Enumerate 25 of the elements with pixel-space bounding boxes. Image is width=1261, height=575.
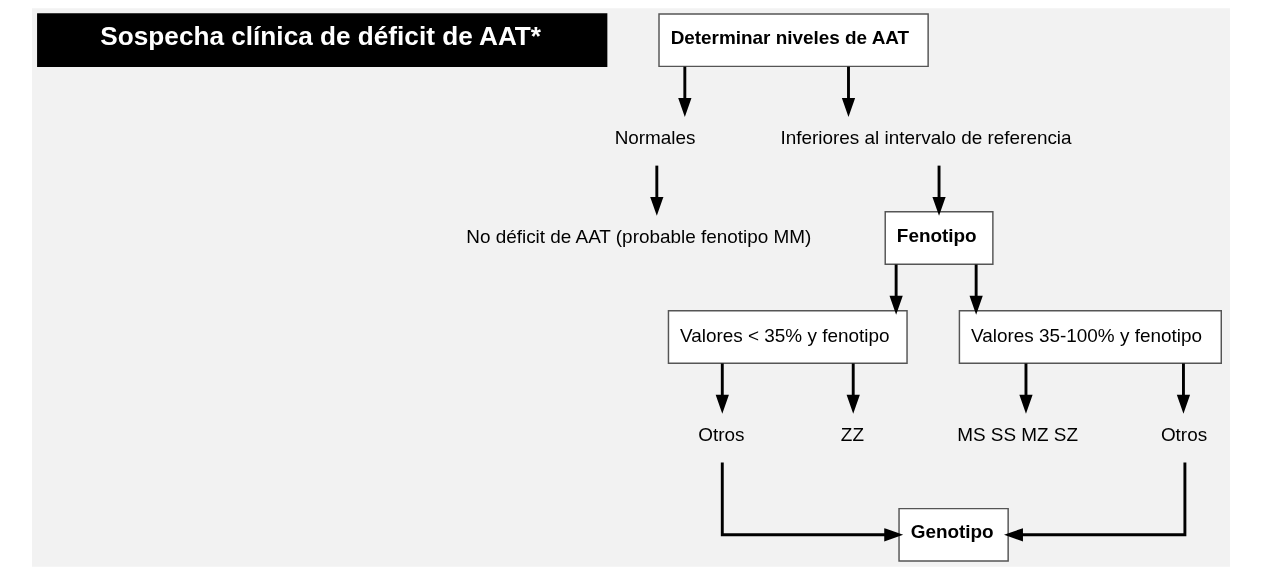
node-text: No déficit de AAT (probable fenotipo MM) (465, 225, 811, 247)
node-box: Genotipo (897, 507, 1009, 562)
arrow (1003, 462, 1186, 542)
arrow (677, 66, 691, 117)
node-text: Inferiores al intervalo de referencia (779, 127, 1072, 149)
arrow (715, 363, 729, 414)
arrow (846, 363, 860, 414)
arrow (649, 165, 663, 216)
arrow (1018, 363, 1033, 414)
node-text: MS SS MZ SZ (956, 423, 1078, 445)
node-text: Otros (697, 423, 745, 445)
arrow (1176, 363, 1190, 414)
arrow (969, 264, 983, 315)
arrow (889, 264, 903, 315)
arrow (931, 165, 946, 216)
node-box: Fenotipo (884, 211, 994, 265)
node-box: Valores 35-100% y fenotipo (958, 310, 1222, 364)
node-box: Valores < 35% y fenotipo (667, 310, 908, 364)
arrow (720, 462, 903, 542)
node-box: Determinar niveles de AAT (657, 13, 929, 68)
node-text: ZZ (840, 423, 864, 445)
arrow (841, 66, 855, 117)
node-text: Normales (614, 127, 696, 149)
node-text: Otros (1160, 423, 1207, 445)
node-box: Sospecha clínica de déficit de AAT* (36, 13, 607, 68)
